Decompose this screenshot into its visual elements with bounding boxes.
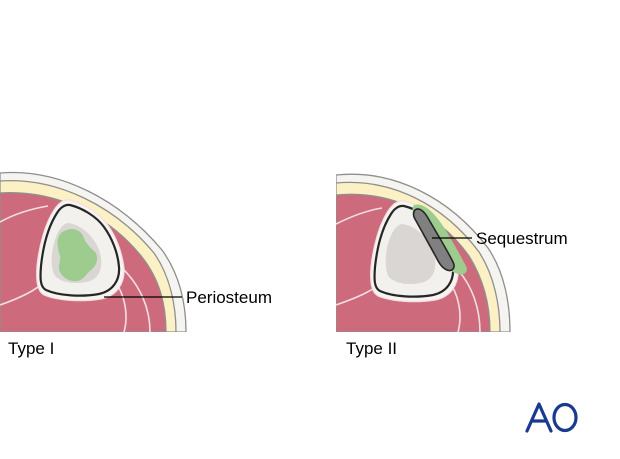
type-i-panel xyxy=(0,171,187,332)
periosteum-label: Periosteum xyxy=(186,288,272,307)
type-i-caption: Type I xyxy=(8,339,54,358)
fascia-line xyxy=(336,207,383,225)
ao-logo-a xyxy=(525,402,553,433)
sequestrum-label: Sequestrum xyxy=(476,229,568,248)
marrow xyxy=(385,224,436,285)
fascia-line xyxy=(117,285,127,332)
infection-focus xyxy=(57,228,98,282)
ao-logo-o xyxy=(552,402,578,433)
fascia-line xyxy=(123,269,151,332)
fascia-line xyxy=(0,205,49,223)
fascia-line xyxy=(451,285,461,332)
ao-logo xyxy=(525,402,578,433)
type-ii-caption: Type II xyxy=(346,339,397,358)
sequestrum xyxy=(412,208,455,272)
fascia-line xyxy=(457,269,481,332)
type-ii-panel xyxy=(336,173,511,332)
